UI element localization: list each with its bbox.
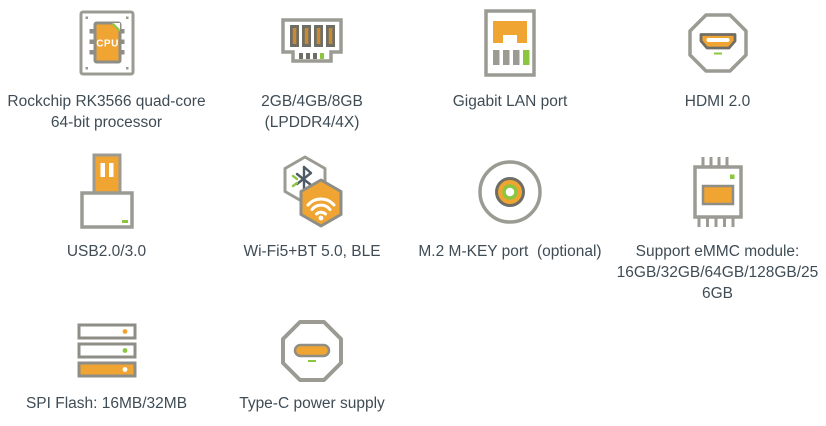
cpu-chip-icon: CPU [79,10,134,76]
type-c-icon [281,320,343,382]
feature-item-ram: 2GB/4GB/8GB (LPDDR4/4X) [213,0,411,148]
spi-flash-icon [77,323,136,378]
feature-item-spi: SPI Flash: 16MB/32MB [0,314,213,426]
feature-item-typec: Type-C power supply [213,314,411,426]
feature-label-hdmi: HDMI 2.0 [684,93,751,110]
m2-icon-wrap [411,148,609,236]
feature-item-m2: M.2 M-KEY port (optional) [411,148,609,314]
feature-label-cpu: Rockchip RK3566 quad-core 64-bit process… [7,93,206,131]
feature-label-spi: SPI Flash: 16MB/32MB [25,395,188,412]
feature-label-m2: M.2 M-KEY port (optional) [418,243,602,260]
lan-icon-wrap [411,0,609,86]
feature-item-emmc: Support eMMC module: 16GB/32GB/64GB/128G… [609,148,826,314]
m2-port-icon [478,160,542,224]
emmc-icon-wrap [609,148,826,236]
usb-icon-wrap [0,148,213,236]
emmc-chip-icon [692,157,743,227]
lan-port-icon [484,9,536,77]
wifi-icon-wrap [213,148,411,236]
cpu-icon-wrap: CPU [0,0,213,86]
empty-cell [411,314,609,426]
empty-cell [609,314,826,426]
feature-item-hdmi: HDMI 2.0 [609,0,826,148]
feature-label-emmc: Support eMMC module: 16GB/32GB/64GB/128G… [616,243,819,302]
wifi-bluetooth-icon [283,155,343,228]
ram-icon-wrap [213,0,411,86]
hdmi-icon-wrap [609,0,826,86]
wifi-waves-glyph [306,197,336,216]
hdmi-port-icon [687,13,748,73]
usb-plug-icon [79,153,134,229]
feature-label-ram: 2GB/4GB/8GB (LPDDR4/4X) [261,93,363,131]
feature-item-usb: USB2.0/3.0 [0,148,213,314]
feature-item-cpu: CPU Rockchip RK3566 quad-core 64-bit pro… [0,0,213,148]
feature-item-wifi: Wi-Fi5+BT 5.0, BLE [213,148,411,314]
ram-module-icon [281,18,343,63]
feature-label-lan: Gigabit LAN port [452,93,568,110]
typec-icon-wrap [213,314,411,388]
feature-item-lan: Gigabit LAN port [411,0,609,148]
feature-label-typec: Type-C power supply [239,395,385,412]
feature-label-wifi: Wi-Fi5+BT 5.0, BLE [243,243,381,260]
feature-label-usb: USB2.0/3.0 [66,243,147,260]
cpu-icon-label: CPU [96,39,119,50]
spi-icon-wrap [0,314,213,388]
